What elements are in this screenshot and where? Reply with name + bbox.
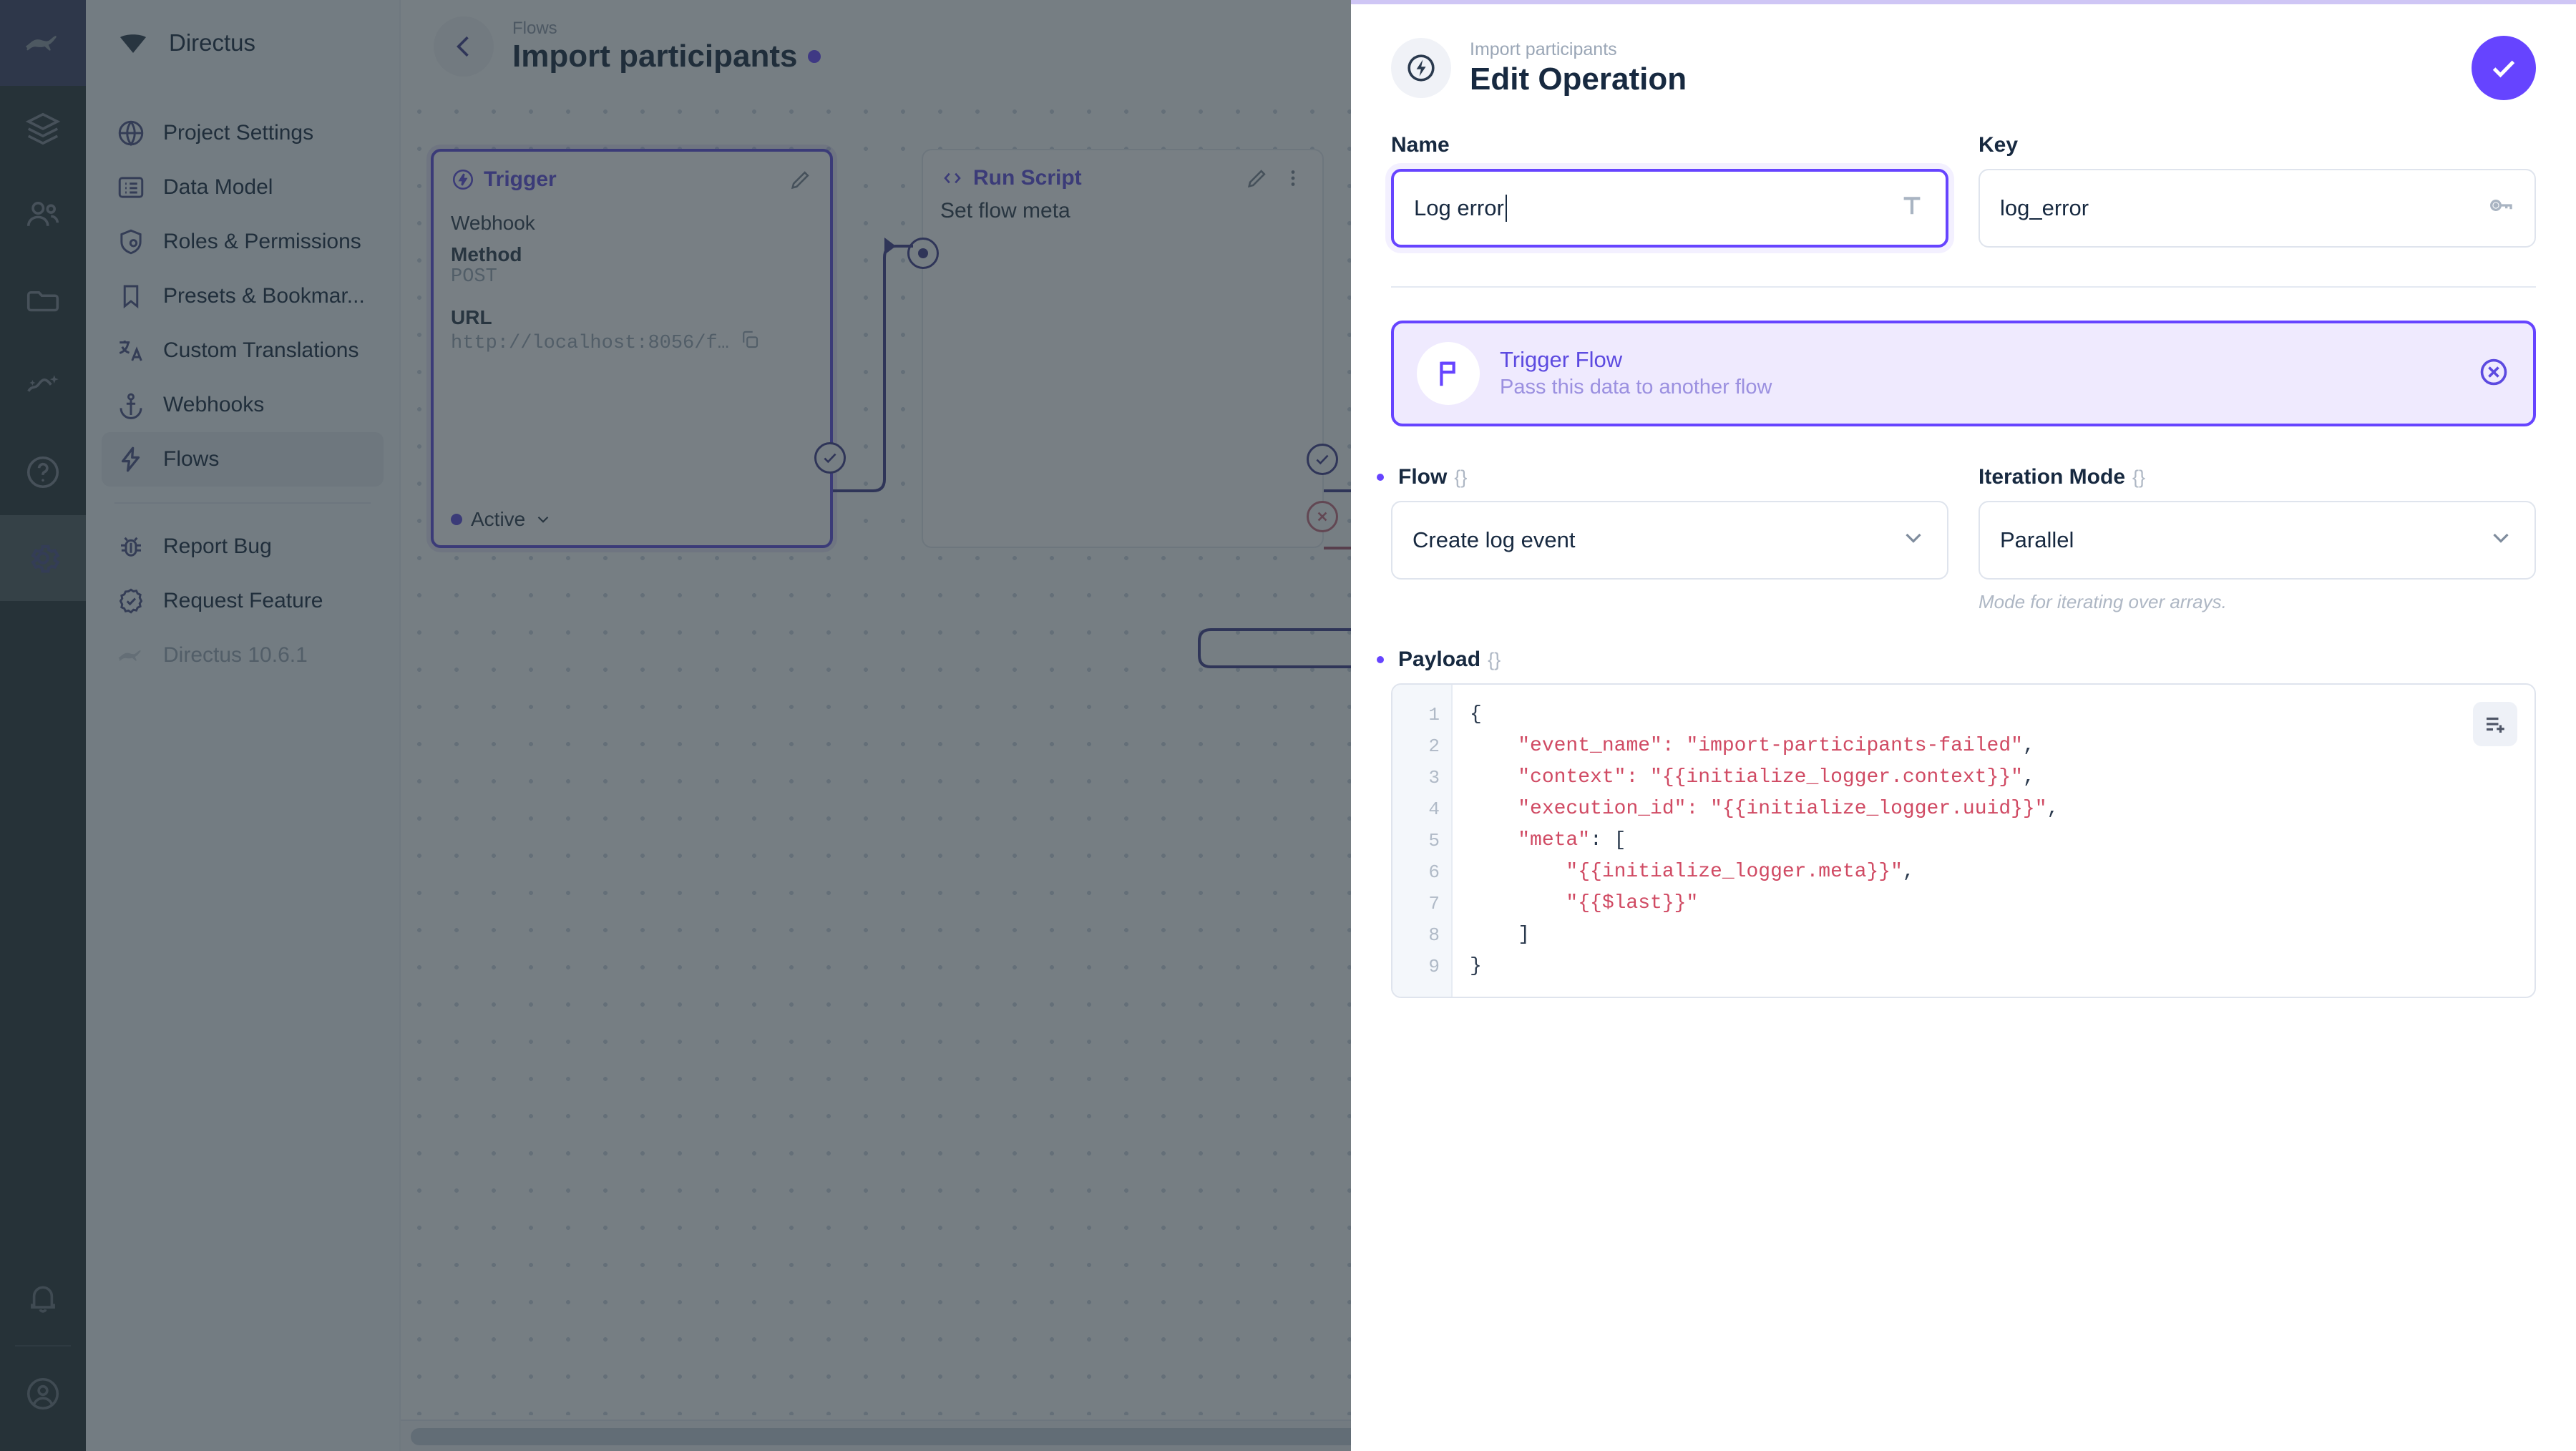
key-field-label: Key bbox=[1979, 133, 2019, 157]
flow-field-label: Flow {} bbox=[1391, 465, 1948, 489]
chevron-down-icon bbox=[2487, 524, 2514, 557]
operation-subtitle: Pass this data to another flow bbox=[1500, 376, 1772, 399]
flow-field-group: Flow {} Create log event bbox=[1391, 465, 1948, 613]
edit-operation-drawer: Import participants Edit Operation Name … bbox=[1351, 0, 2576, 1451]
flag-icon bbox=[1417, 342, 1480, 405]
name-key-row: Name Log error Key log_error bbox=[1391, 133, 2536, 248]
iteration-mode-select[interactable]: Parallel bbox=[1979, 501, 2536, 580]
code-line-number: 1 bbox=[1428, 704, 1440, 726]
section-divider bbox=[1391, 286, 2536, 288]
playlist-add-icon[interactable] bbox=[2473, 702, 2517, 746]
name-input-value: Log error bbox=[1414, 195, 1504, 220]
iteration-select-value: Parallel bbox=[2000, 527, 2074, 552]
flow-select-value: Create log event bbox=[1413, 527, 1576, 552]
code-line: "{{$last}}" bbox=[1566, 892, 1699, 914]
code-line-number: 5 bbox=[1428, 830, 1440, 851]
drawer-header: Import participants Edit Operation bbox=[1351, 4, 2576, 100]
title-T-icon bbox=[1897, 190, 1927, 226]
operation-type-text: Trigger Flow Pass this data to another f… bbox=[1500, 346, 2477, 401]
code-line: "meta": [ bbox=[1518, 829, 1626, 851]
code-line-number: 2 bbox=[1428, 736, 1440, 757]
payload-code-editor[interactable]: 1 2 3 4 5 6 7 8 9 { "event_name": "import-partic… bbox=[1391, 683, 2536, 998]
code-line: { bbox=[1470, 703, 1482, 726]
iteration-field-note: Mode for iterating over arrays. bbox=[1979, 591, 2227, 612]
code-line-number: 8 bbox=[1428, 924, 1440, 946]
chevron-down-icon bbox=[1900, 524, 1927, 557]
code-line-number: 3 bbox=[1428, 767, 1440, 788]
code-line-number: 6 bbox=[1428, 861, 1440, 883]
save-button[interactable] bbox=[2472, 36, 2536, 100]
code-line-number: 4 bbox=[1428, 798, 1440, 820]
name-field-label: Name bbox=[1391, 133, 1450, 157]
drawer-breadcrumb: Import participants bbox=[1470, 39, 1617, 60]
drawer-header-text: Import participants Edit Operation bbox=[1470, 39, 2472, 97]
braces-indicator: {} bbox=[1454, 466, 1468, 488]
key-input[interactable]: log_error bbox=[1979, 169, 2536, 248]
iteration-field-label: Iteration Mode {} bbox=[1979, 465, 2536, 489]
code-line-number: 9 bbox=[1428, 956, 1440, 977]
iteration-field-group: Iteration Mode {} Parallel Mode for iter… bbox=[1979, 465, 2536, 613]
code-line: "execution_id": "{{initialize_logger.uui… bbox=[1518, 798, 2059, 820]
name-field-group: Name Log error bbox=[1391, 133, 1948, 248]
operation-title: Trigger Flow bbox=[1500, 347, 1623, 372]
key-input-value: log_error bbox=[2000, 195, 2089, 220]
braces-indicator: {} bbox=[2132, 466, 2146, 488]
code-line: "event_name": "import-participants-faile… bbox=[1518, 735, 2035, 757]
flow-label-text: Flow bbox=[1398, 465, 1448, 489]
clear-operation-button[interactable] bbox=[2477, 356, 2510, 392]
braces-indicator: {} bbox=[1488, 648, 1501, 670]
payload-field-group: Payload {} 1 2 3 4 5 6 7 8 9 { "event_name": "im… bbox=[1391, 648, 2536, 998]
bolt-circle-icon bbox=[1391, 38, 1451, 98]
drawer-title: Edit Operation bbox=[1470, 61, 1687, 97]
code-line: "{{initialize_logger.meta}}", bbox=[1566, 861, 1915, 883]
flow-select[interactable]: Create log event bbox=[1391, 501, 1948, 580]
drawer-body: Name Log error Key log_error bbox=[1351, 100, 2576, 998]
text-caret bbox=[1505, 195, 1507, 222]
iteration-label-text: Iteration Mode bbox=[1979, 465, 2126, 489]
operation-type-card[interactable]: Trigger Flow Pass this data to another f… bbox=[1391, 321, 2536, 426]
code-line: ] bbox=[1470, 924, 1531, 946]
flow-iteration-row: Flow {} Create log event Iteration Mode … bbox=[1391, 465, 2536, 613]
code-line-number: 7 bbox=[1428, 893, 1440, 914]
code-lines[interactable]: { "event_name": "import-participants-fai… bbox=[1453, 685, 2534, 997]
code-editor-inner: 1 2 3 4 5 6 7 8 9 { "event_name": "import-partic… bbox=[1392, 685, 2534, 997]
key-field-group: Key log_error bbox=[1979, 133, 2536, 248]
modal-dim-overlay[interactable] bbox=[0, 0, 1351, 1451]
name-input[interactable]: Log error bbox=[1391, 169, 1948, 248]
code-line: } bbox=[1470, 955, 1482, 977]
key-icon bbox=[2486, 190, 2516, 226]
payload-field-label: Payload {} bbox=[1391, 648, 2536, 672]
payload-label-text: Payload bbox=[1398, 648, 1481, 671]
code-gutter: 1 2 3 4 5 6 7 8 9 bbox=[1392, 685, 1453, 997]
code-line: "context": "{{initialize_logger.context}… bbox=[1518, 766, 2035, 788]
